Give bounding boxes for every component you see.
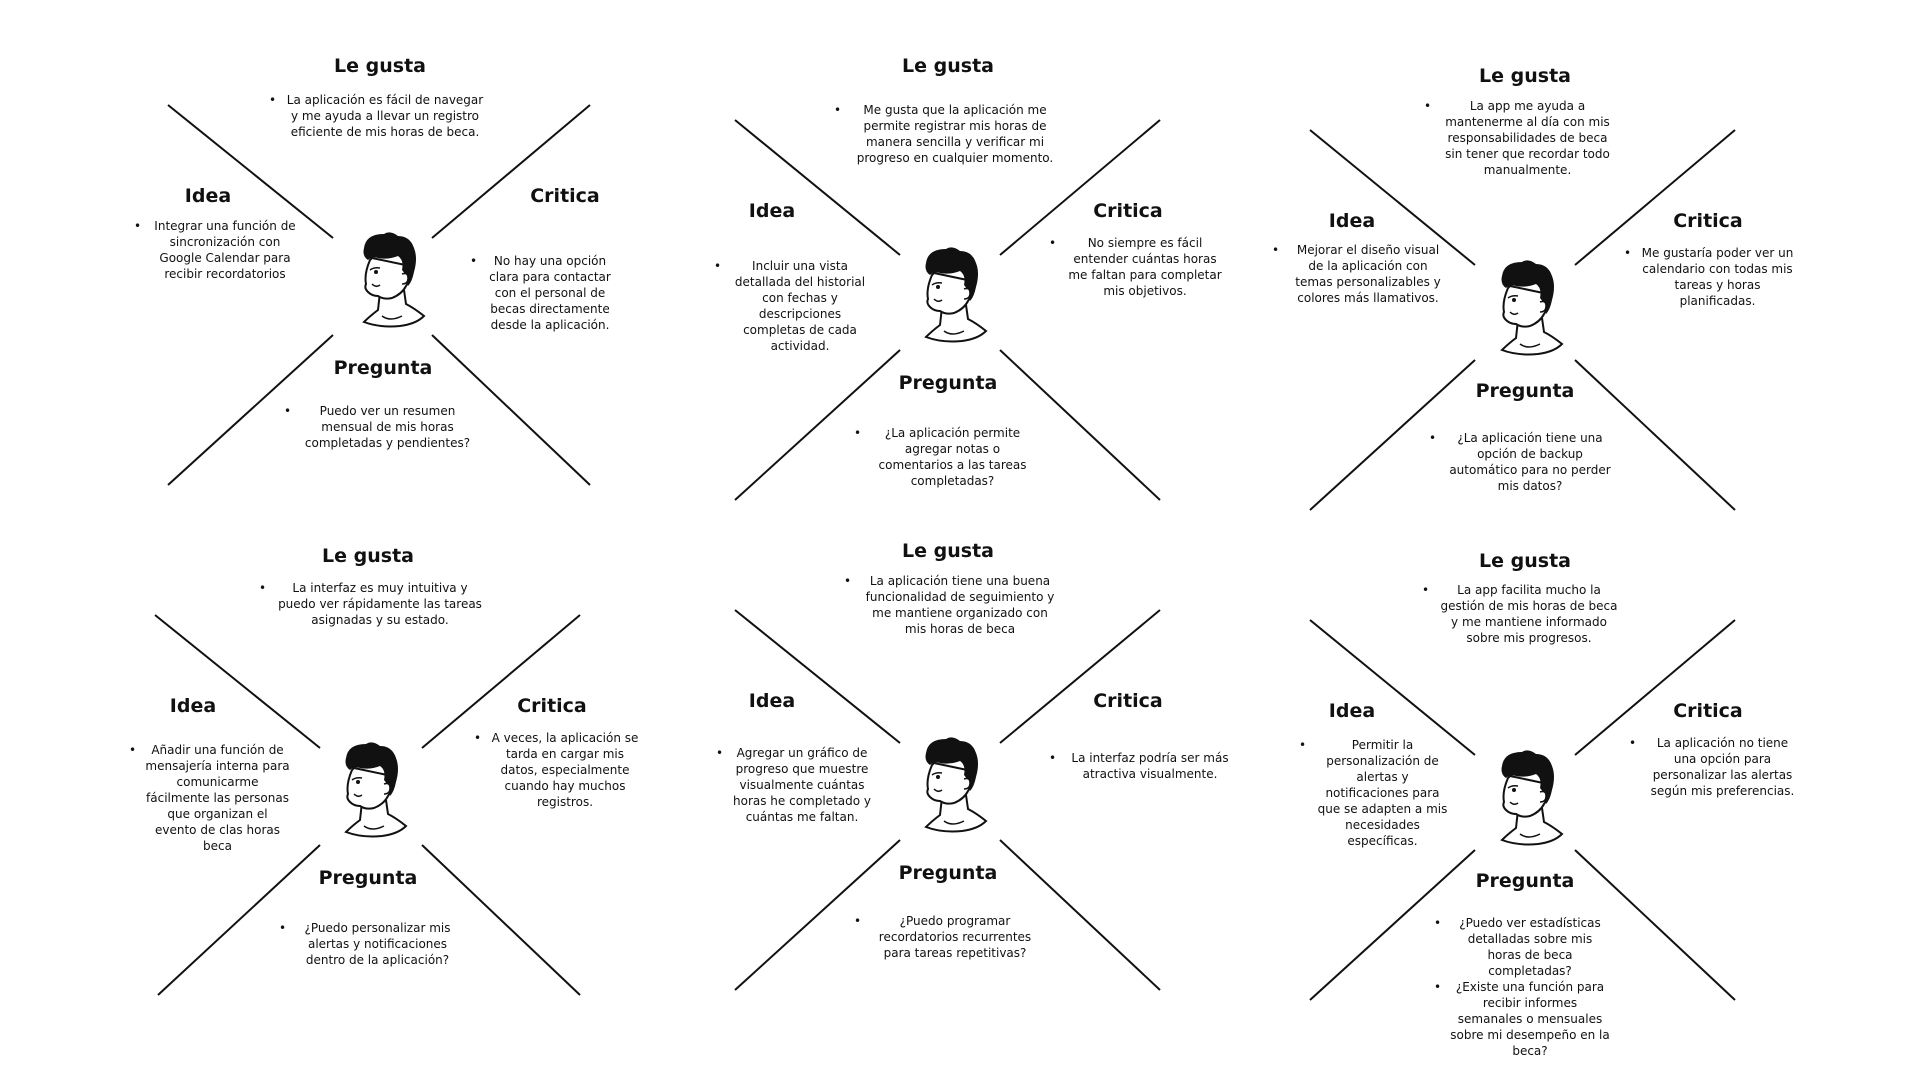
- note-item: La app me ayuda a mantenerme al día con …: [1424, 98, 1615, 178]
- idea-heading: Idea: [1328, 210, 1376, 232]
- note-item: No hay una opción clara para contactar c…: [470, 253, 614, 333]
- note-item: Permitir la personalización de alertas y…: [1299, 737, 1450, 849]
- pregunta-heading: Pregunta: [898, 862, 998, 884]
- idea-heading: Idea: [748, 200, 796, 222]
- note-item: Me gustaría poder ver un calendario con …: [1624, 245, 1795, 309]
- note-item: Puedo ver un resumen mensual de mis hora…: [284, 403, 475, 451]
- person-head-icon: [924, 737, 988, 833]
- note-item: Agregar un gráfico de progreso que muest…: [716, 745, 872, 825]
- person-head-icon: [1500, 750, 1564, 846]
- pregunta-heading: Pregunta: [333, 357, 433, 379]
- note-item: La aplicación es fácil de navegar y me a…: [269, 92, 485, 140]
- feedback-grid-3: Le gusta La app me ayuda a mantenerme al…: [1272, 50, 1793, 511]
- idea-notes: Añadir una función de mensajería interna…: [129, 742, 290, 854]
- critica-notes: La aplicación no tiene una opción para p…: [1629, 735, 1800, 799]
- critica-heading: Critica: [530, 185, 600, 207]
- person-head-icon: [924, 247, 988, 343]
- idea-heading: Idea: [1328, 700, 1376, 722]
- le-gusta-notes: La app me ayuda a mantenerme al día con …: [1424, 98, 1615, 178]
- note-item: A veces, la aplicación se tarda en carga…: [474, 730, 640, 810]
- note-item: ¿Puedo programar recordatorios recurrent…: [854, 913, 1040, 961]
- person-head-icon: [344, 742, 408, 838]
- feedback-grid-5: Le gusta La aplicación tiene una buena f…: [716, 540, 1229, 1005]
- le-gusta-heading: Le gusta: [1479, 550, 1571, 572]
- note-item: ¿La aplicación permite agregar notas o c…: [854, 425, 1035, 489]
- le-gusta-notes: La aplicación es fácil de navegar y me a…: [269, 92, 485, 140]
- idea-notes: Agregar un gráfico de progreso que muest…: [716, 745, 872, 825]
- x-divider-lines: [734, 609, 1161, 991]
- note-item: ¿Puedo personalizar mis alertas y notifi…: [279, 920, 460, 968]
- note-item: Añadir una función de mensajería interna…: [129, 742, 290, 854]
- critica-notes: No hay una opción clara para contactar c…: [470, 253, 614, 333]
- note-item: ¿La aplicación tiene una opción de backu…: [1429, 430, 1615, 494]
- note-item: La interfaz es muy intuitiva y puedo ver…: [259, 580, 485, 628]
- critica-notes: Me gustaría poder ver un calendario con …: [1624, 245, 1795, 309]
- person-head-icon: [362, 232, 426, 328]
- pregunta-heading: Pregunta: [318, 867, 418, 889]
- idea-heading: Idea: [748, 690, 796, 712]
- critica-heading: Critica: [1093, 690, 1163, 712]
- idea-heading: Idea: [184, 185, 232, 207]
- note-item: La aplicación tiene una buena funcionali…: [844, 573, 1060, 637]
- note-item: ¿Puedo ver estadísticas detalladas sobre…: [1434, 915, 1610, 979]
- note-item: Incluir una vista detallada del historia…: [714, 258, 870, 354]
- x-divider-lines: [1309, 619, 1736, 1001]
- pregunta-heading: Pregunta: [1475, 870, 1575, 892]
- pregunta-notes: ¿Puedo programar recordatorios recurrent…: [854, 913, 1040, 961]
- le-gusta-heading: Le gusta: [322, 545, 414, 567]
- note-item: Me gusta que la aplicación me permite re…: [834, 102, 1060, 166]
- le-gusta-heading: Le gusta: [334, 55, 426, 77]
- feedback-grid-2: Le gusta Me gusta que la aplicación me p…: [714, 50, 1222, 510]
- pregunta-notes: ¿La aplicación tiene una opción de backu…: [1429, 430, 1615, 494]
- x-divider-lines: [167, 104, 591, 486]
- x-divider-lines: [154, 614, 581, 996]
- note-item: No siempre es fácil entender cuántas hor…: [1049, 235, 1225, 299]
- critica-notes: No siempre es fácil entender cuántas hor…: [1049, 235, 1225, 299]
- le-gusta-notes: Me gusta que la aplicación me permite re…: [834, 102, 1060, 166]
- critica-heading: Critica: [517, 695, 587, 717]
- idea-heading: Idea: [169, 695, 217, 717]
- idea-notes: Mejorar el diseño visual de la aplicació…: [1272, 242, 1448, 306]
- critica-heading: Critica: [1093, 200, 1163, 222]
- pregunta-notes: ¿Puedo ver estadísticas detalladas sobre…: [1434, 915, 1610, 1059]
- note-item: La interfaz podría ser más atractiva vis…: [1049, 750, 1235, 782]
- le-gusta-heading: Le gusta: [902, 55, 994, 77]
- x-divider-lines: [734, 119, 1161, 501]
- le-gusta-heading: Le gusta: [902, 540, 994, 562]
- note-item: Integrar una función de sincronización c…: [134, 218, 300, 282]
- note-item: La app facilita mucho la gestión de mis …: [1422, 582, 1620, 646]
- feedback-grid-1: Le gusta La aplicación es fácil de naveg…: [134, 50, 611, 510]
- idea-notes: Integrar una función de sincronización c…: [134, 218, 300, 282]
- feedback-grid-4: Le gusta La interfaz es muy intuitiva y …: [129, 545, 638, 1005]
- idea-notes: Incluir una vista detallada del historia…: [714, 258, 870, 354]
- pregunta-notes: ¿La aplicación permite agregar notas o c…: [854, 425, 1035, 489]
- feedback-grid-6: Le gusta La app facilita mucho la gestió…: [1299, 545, 1794, 1058]
- pregunta-heading: Pregunta: [1475, 380, 1575, 402]
- idea-notes: Permitir la personalización de alertas y…: [1299, 737, 1450, 849]
- person-head-icon: [1500, 260, 1564, 356]
- note-item: Mejorar el diseño visual de la aplicació…: [1272, 242, 1448, 306]
- note-item: La aplicación no tiene una opción para p…: [1629, 735, 1800, 799]
- le-gusta-notes: La app facilita mucho la gestión de mis …: [1422, 582, 1620, 646]
- critica-notes: La interfaz podría ser más atractiva vis…: [1049, 750, 1235, 782]
- note-item: ¿Existe una función para recibir informe…: [1434, 979, 1610, 1059]
- le-gusta-notes: La interfaz es muy intuitiva y puedo ver…: [259, 580, 485, 628]
- pregunta-notes: Puedo ver un resumen mensual de mis hora…: [284, 403, 475, 451]
- pregunta-heading: Pregunta: [898, 372, 998, 394]
- critica-heading: Critica: [1673, 210, 1743, 232]
- critica-notes: A veces, la aplicación se tarda en carga…: [474, 730, 640, 810]
- le-gusta-notes: La aplicación tiene una buena funcionali…: [844, 573, 1060, 637]
- le-gusta-heading: Le gusta: [1479, 65, 1571, 87]
- pregunta-notes: ¿Puedo personalizar mis alertas y notifi…: [279, 920, 460, 968]
- critica-heading: Critica: [1673, 700, 1743, 722]
